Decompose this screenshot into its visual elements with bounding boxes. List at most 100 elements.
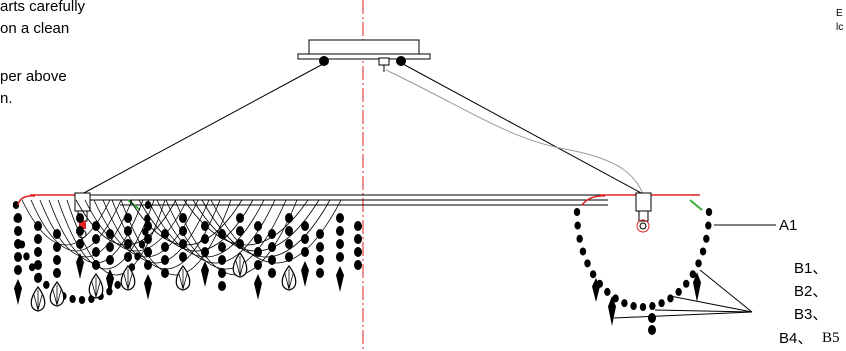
teardrop-crystal: [30, 285, 46, 312]
bead: [301, 234, 309, 244]
ceiling-canopy: [297, 39, 431, 72]
bead: [675, 287, 682, 296]
bead: [34, 234, 42, 244]
bead: [124, 239, 132, 249]
bead: [658, 299, 665, 308]
right-note-line-2: lc: [836, 22, 844, 33]
prism-drop: [76, 253, 84, 279]
bead: [34, 221, 42, 231]
bead: [236, 226, 244, 236]
label-b2: B2、: [794, 283, 828, 300]
label-b1: B1、: [794, 260, 828, 277]
label-b4: B4、: [779, 330, 813, 347]
bead: [14, 239, 22, 249]
bead: [92, 247, 100, 257]
bead: [648, 325, 656, 335]
bead: [161, 255, 169, 265]
bead: [201, 234, 209, 244]
bead: [584, 259, 591, 268]
bead: [268, 242, 276, 252]
bead: [69, 295, 76, 304]
bead: [354, 234, 362, 244]
prism-drop: [301, 261, 309, 287]
bead: [124, 213, 132, 223]
bead: [76, 239, 84, 249]
teardrop-crystal: [232, 251, 248, 278]
bead: [268, 229, 276, 239]
suspension-wire-left: [81, 63, 324, 195]
bead: [201, 221, 209, 231]
drape-strand: [201, 199, 331, 258]
bead: [648, 313, 656, 323]
bead: [316, 255, 324, 265]
bead: [301, 247, 309, 257]
bead: [179, 252, 187, 262]
ring-accent: [689, 199, 703, 211]
bead: [144, 221, 152, 231]
bead: [53, 229, 61, 239]
bead: [218, 242, 226, 252]
bead: [92, 234, 100, 244]
bead: [12, 201, 20, 209]
bead: [124, 252, 132, 262]
bead: [254, 234, 262, 244]
bead: [218, 268, 226, 278]
bead: [649, 302, 656, 311]
bead: [161, 229, 169, 239]
drape-strand: [93, 199, 199, 258]
bead: [703, 234, 710, 243]
bead: [236, 213, 244, 223]
prism-drop: [201, 261, 209, 287]
bead: [76, 226, 84, 236]
bead: [639, 303, 647, 311]
bead: [34, 260, 42, 270]
bead: [621, 299, 628, 308]
bead: [218, 281, 226, 291]
left-drape-strands: [14, 199, 362, 312]
drape-strand: [21, 199, 111, 246]
bead: [354, 260, 362, 270]
bead: [576, 234, 583, 243]
suspension-wire-right: [402, 63, 644, 195]
bead: [579, 247, 587, 256]
bead: [301, 221, 309, 231]
power-cable: [385, 69, 644, 195]
label-b3: B3、: [794, 306, 828, 323]
ring-cap-left: [581, 195, 606, 206]
bead: [604, 287, 611, 296]
bead: [285, 226, 293, 236]
drape-strand: [183, 199, 309, 246]
instruction-line-3: per above: [0, 68, 67, 85]
ring-cap-left: [17, 195, 36, 206]
bead: [285, 239, 293, 249]
bead: [254, 247, 262, 257]
bead: [589, 270, 597, 279]
drape-strand: [57, 199, 155, 270]
teardrop-crystal: [49, 280, 65, 307]
b-leader-lines: [613, 269, 753, 319]
bead: [124, 226, 132, 236]
bead: [144, 234, 152, 244]
bead: [354, 221, 362, 231]
bead: [53, 268, 61, 278]
bead: [23, 252, 30, 261]
bead: [336, 239, 344, 249]
bead: [683, 279, 690, 288]
teardrop-crystal: [281, 264, 297, 291]
right-note-line-1: E: [836, 8, 843, 19]
bead: [354, 247, 362, 257]
bead: [695, 259, 702, 268]
bead: [630, 302, 637, 311]
bead: [161, 242, 169, 252]
bead: [53, 255, 61, 265]
bead: [179, 226, 187, 236]
bead: [254, 221, 262, 231]
bead: [574, 221, 581, 230]
prism-drop: [144, 274, 152, 300]
bead: [316, 242, 324, 252]
bead: [106, 229, 114, 239]
right-lamp-holder: [635, 192, 652, 233]
bead: [268, 268, 276, 278]
instruction-line-2: on a clean: [0, 20, 70, 37]
drape-strand: [84, 199, 188, 252]
